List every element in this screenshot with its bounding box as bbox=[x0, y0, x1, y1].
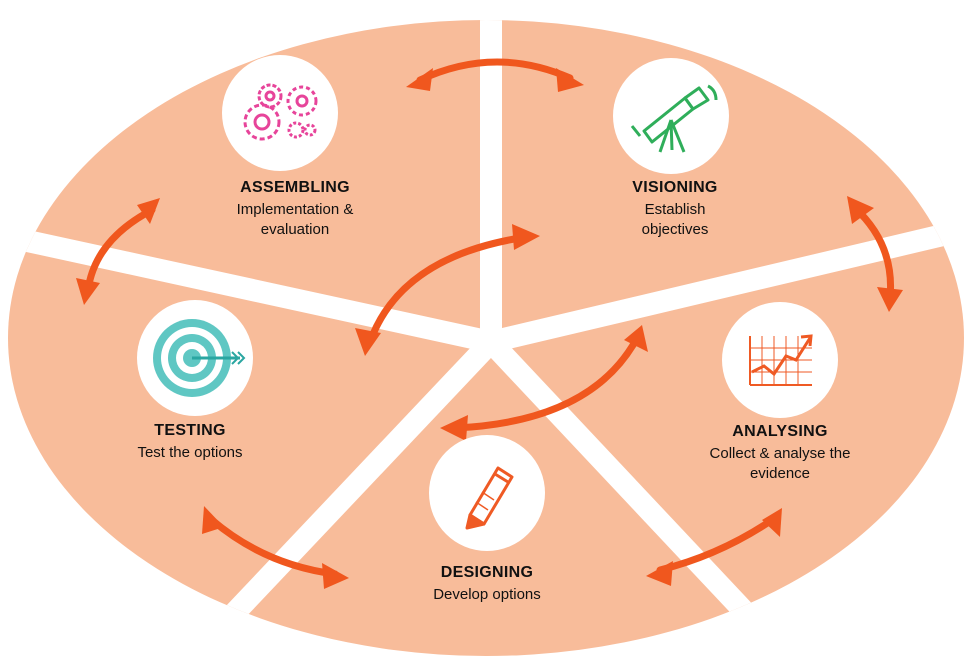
stage-description: Develop options bbox=[377, 585, 597, 605]
arrowhead bbox=[406, 68, 433, 91]
arrowhead bbox=[877, 287, 903, 312]
arrowhead bbox=[322, 563, 349, 589]
arrowhead bbox=[202, 506, 224, 534]
stage-description-line: evidence bbox=[749, 465, 811, 482]
arrowhead bbox=[646, 561, 673, 586]
arrow-designing-testing bbox=[208, 516, 339, 578]
stage-visioning: VISIONING Establish objectives bbox=[565, 178, 785, 240]
stage-description-line: Test the options bbox=[137, 444, 243, 461]
stage-testing: TESTING Test the options bbox=[90, 421, 290, 463]
stage-title: ANALYSING bbox=[732, 423, 828, 440]
stage-title: ASSEMBLING bbox=[240, 179, 350, 196]
line-chart-icon bbox=[749, 334, 813, 386]
target-icon bbox=[153, 319, 246, 397]
stage-description-line: Establish bbox=[644, 201, 706, 218]
icon-circle-visioning bbox=[613, 58, 729, 174]
arrow-analysing-designing bbox=[656, 516, 776, 574]
arrow-testing-assembling bbox=[84, 206, 156, 294]
arrowhead bbox=[355, 328, 381, 356]
stage-description-line: evaluation bbox=[260, 221, 330, 238]
arrowhead bbox=[762, 508, 782, 537]
arrow-center-assembling-to-testing bbox=[366, 234, 524, 346]
arrow-assembling-visioning bbox=[416, 58, 574, 84]
arrowhead bbox=[847, 196, 874, 224]
arrowheads bbox=[76, 68, 903, 589]
stage-description-line: objectives bbox=[641, 221, 709, 238]
separator-line bbox=[8, 224, 494, 353]
stage-title: VISIONING bbox=[632, 179, 718, 196]
stage-description: Test the options bbox=[90, 443, 290, 463]
stage-description: Collect & analyse the evidence bbox=[660, 444, 900, 484]
telescope-icon bbox=[630, 84, 718, 153]
stage-title: TESTING bbox=[154, 422, 226, 439]
arrowhead bbox=[76, 278, 100, 305]
gears-icon bbox=[243, 83, 318, 141]
arrow-center-analysing-designing bbox=[451, 336, 640, 432]
icon-circle-assembling bbox=[222, 55, 338, 171]
stage-description-line: Collect & analyse the bbox=[709, 445, 851, 462]
stage-title: DESIGNING bbox=[440, 564, 534, 581]
stage-description: Implementation & evaluation bbox=[185, 200, 405, 240]
stage-description-line: Implementation & bbox=[236, 201, 354, 218]
arrowhead bbox=[137, 198, 160, 224]
icon-circle-designing bbox=[429, 435, 545, 551]
stage-description: Establish objectives bbox=[565, 200, 785, 240]
cycle-arrows bbox=[84, 58, 895, 578]
arrowhead bbox=[512, 224, 540, 250]
pencil-icon bbox=[465, 466, 514, 530]
stage-description-line: Develop options bbox=[433, 586, 541, 603]
arrowhead bbox=[556, 68, 584, 92]
stage-designing: DESIGNING Develop options bbox=[377, 563, 597, 605]
separator-line bbox=[482, 334, 799, 656]
stage-analysing: ANALYSING Collect & analyse the evidence bbox=[660, 422, 900, 484]
separator-line bbox=[182, 334, 499, 656]
arrowhead bbox=[624, 325, 648, 352]
arrowhead bbox=[440, 415, 468, 441]
stage-assembling: ASSEMBLING Implementation & evaluation bbox=[185, 178, 405, 240]
